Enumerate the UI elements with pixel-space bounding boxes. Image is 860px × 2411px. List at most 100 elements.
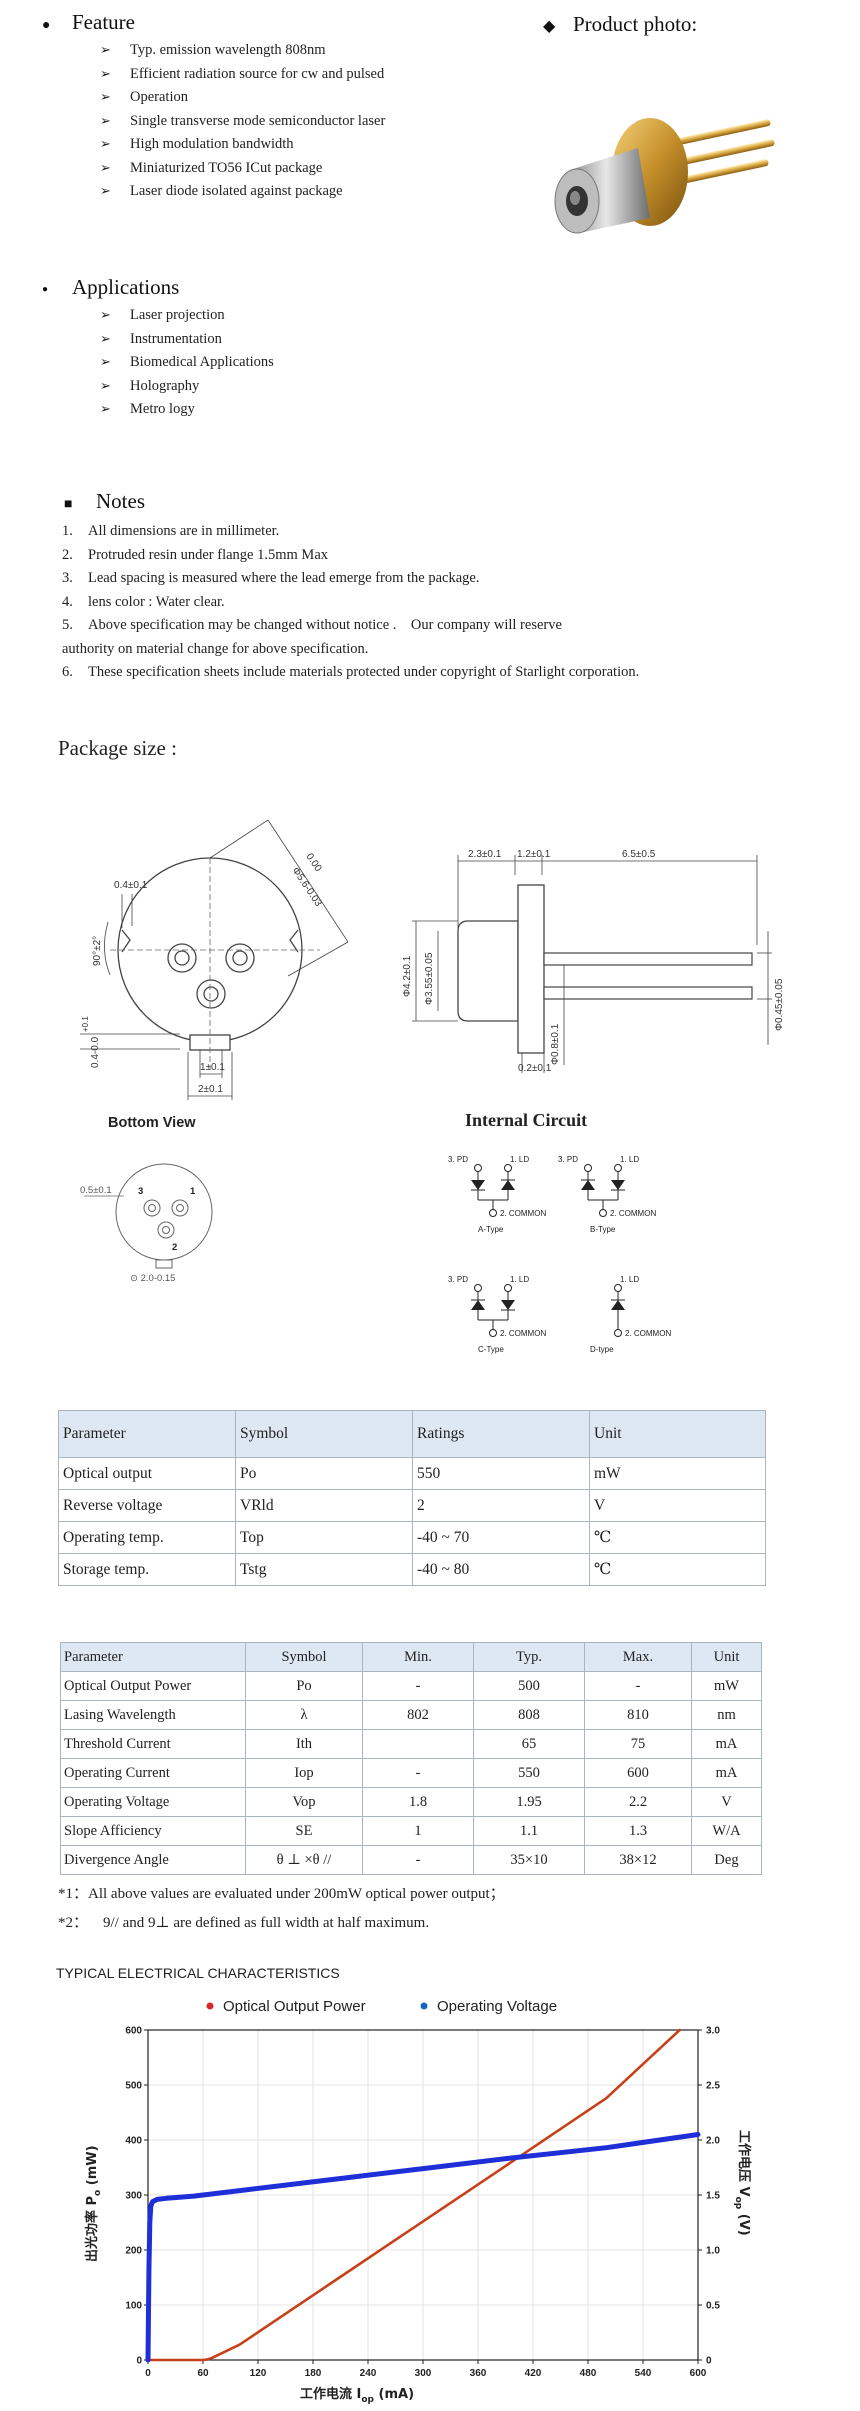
x-tick-label: 240 — [360, 2368, 377, 2379]
y2-tick-label: 2.0 — [706, 2136, 720, 2147]
y2-axis-label: 工作电压 Vop (V) — [733, 2130, 752, 2236]
product-photo-heading: ◆Product photo: — [543, 12, 697, 37]
ratings-table: Parameter Symbol Ratings Unit Optical ou… — [58, 1410, 766, 1586]
chart-legend: Optical Output Power Operating Voltage — [206, 1998, 557, 2015]
dim-label: 2±0.1 — [198, 1084, 223, 1095]
feature-heading: ●Feature — [42, 10, 385, 35]
list-item: ➢Operation — [100, 86, 385, 110]
series-line-optical-power — [146, 2028, 681, 2362]
list-item: ➢Biomedical Applications — [100, 351, 274, 375]
applications-section: ●Applications ➢Laser projection ➢Instrum… — [42, 275, 274, 422]
dim-label: +0.1 — [81, 1016, 90, 1032]
optical-characteristics-table: Parameter Symbol Min. Typ. Max. Unit Opt… — [60, 1642, 762, 1875]
y-tick-label: 0 — [136, 2356, 142, 2367]
legend-label: Operating Voltage — [437, 1998, 557, 2015]
dim-label: 0.4-0.0 — [90, 1036, 101, 1068]
list-item: ➢High modulation bandwidth — [100, 133, 385, 157]
x-tick-label: 600 — [690, 2368, 707, 2379]
svg-text:2. COMMON: 2. COMMON — [500, 1209, 546, 1218]
table-header-cell: Unit — [691, 1642, 762, 1672]
x-tick-label: 540 — [635, 2368, 652, 2379]
table-footnotes: *1：All above values are evaluated under … — [58, 1880, 505, 1938]
list-item: ➢Laser projection — [100, 304, 274, 328]
note-item: 3.Lead spacing is measured where the lea… — [62, 570, 480, 586]
dim-label: 0.00 — [304, 852, 324, 875]
svg-text:D-type: D-type — [590, 1345, 614, 1354]
y-tick-label: 100 — [125, 2301, 142, 2312]
x-tick-label: 120 — [250, 2368, 267, 2379]
package-size-title: Package size : — [58, 736, 177, 760]
note-item: 1.All dimensions are in millimeter. — [62, 523, 280, 539]
bottom-view-title: Bottom View — [108, 1115, 196, 1131]
x-axis-label: 工作电流 Iop (mA) — [300, 2386, 414, 2405]
dim-label: Φ4.2±0.1 — [402, 955, 413, 997]
dim-label: 90°±2° — [92, 936, 103, 966]
svg-text:A-Type: A-Type — [478, 1225, 504, 1234]
package-side-view: 2.3±0.1 1.2±0.1 6.5±0.5 Φ4.2±0.1 Φ3.55±0… — [402, 849, 785, 1074]
legend-marker-voltage — [420, 2002, 428, 2010]
y2-tick-label: 2.5 — [706, 2081, 720, 2092]
svg-text:1. LD: 1. LD — [510, 1155, 529, 1164]
list-item: ➢Miniaturized TO56 ICut package — [100, 157, 385, 181]
pin-number: 1 — [190, 1186, 196, 1197]
dim-label: 2.3±0.1 — [468, 849, 502, 860]
dim-label: 0.2±0.1 — [518, 1063, 552, 1074]
legend-label: Optical Output Power — [223, 1998, 366, 2015]
note-item: 4.lens color : Water clear. — [62, 593, 225, 610]
dim-label: 0.4±0.1 — [114, 880, 148, 891]
internal-circuit-title: Internal Circuit — [465, 1110, 588, 1130]
chart-grid — [147, 2029, 699, 2361]
arrow-bullet-icon: ➢ — [100, 43, 111, 58]
y-tick-label: 600 — [125, 2026, 142, 2037]
table-header-cell: Ratings — [412, 1410, 590, 1458]
table-header-cell: Max. — [584, 1642, 692, 1672]
photodiode-icon — [471, 1300, 485, 1310]
dim-label: 1.2±0.1 — [517, 849, 551, 860]
table-header-cell: Parameter — [58, 1410, 236, 1458]
laser-diode-icon — [501, 1300, 515, 1310]
x-tick-label: 480 — [580, 2368, 597, 2379]
feature-list: ➢Typ. emission wavelength 808nm ➢Efficie… — [100, 39, 385, 204]
list-item: ➢Efficient radiation source for cw and p… — [100, 63, 385, 87]
product-photo-title: Product photo: — [573, 12, 698, 36]
bottom-view-drawing: 0.5±0.1 3 1 2 ⊙ 2.0-0.15 — [80, 1163, 213, 1284]
list-item: ➢Typ. emission wavelength 808nm — [100, 39, 385, 63]
x-tick-label: 60 — [197, 2368, 209, 2379]
dim-label: 6.5±0.5 — [622, 849, 656, 860]
svg-text:C-Type: C-Type — [478, 1345, 504, 1354]
arrow-bullet-icon: ➢ — [100, 66, 111, 82]
svg-text:B-Type: B-Type — [590, 1225, 616, 1234]
arrow-bullet-icon: ➢ — [100, 355, 111, 370]
table-header-cell: Symbol — [245, 1642, 363, 1672]
y2-tick-label: 1.5 — [706, 2191, 720, 2202]
dim-label: Φ0.45±0.05 — [774, 978, 785, 1031]
dim-label: 1±0.1 — [200, 1062, 225, 1073]
pin-number: 2 — [172, 1242, 177, 1253]
svg-text:3. PD: 3. PD — [448, 1275, 468, 1284]
y-tick-label: 200 — [125, 2246, 142, 2257]
legend-marker-power — [206, 2002, 214, 2010]
y2-tick-label: 0 — [706, 2356, 712, 2367]
svg-text:1. LD: 1. LD — [510, 1275, 529, 1284]
dim-label: Φ3.55±0.05 — [424, 952, 435, 1005]
circuit-d-type: 1. LD 2. COMMON D-type — [590, 1275, 671, 1354]
list-item: ➢Laser diode isolated against package — [100, 180, 385, 204]
notes-list: 1.All dimensions are in millimeter. 2.Pr… — [62, 520, 639, 685]
list-item: ➢Instrumentation — [100, 328, 274, 352]
y-tick-label: 400 — [125, 2136, 142, 2147]
applications-title: Applications — [72, 275, 180, 299]
photodiode-icon — [471, 1180, 485, 1190]
dim-label: Φ5.6-0.03 — [290, 866, 324, 910]
y2-tick-label: 0.5 — [706, 2301, 720, 2312]
arrow-bullet-icon: ➢ — [100, 378, 111, 394]
